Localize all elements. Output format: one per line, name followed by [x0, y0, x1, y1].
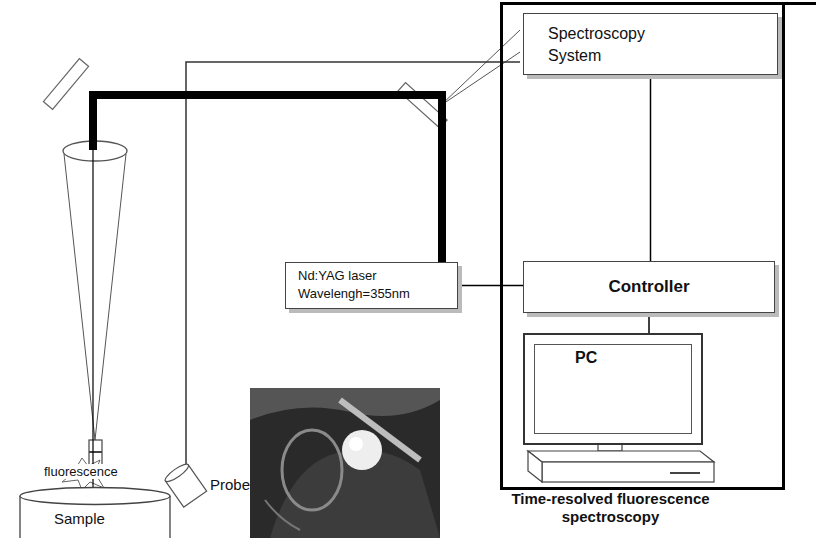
controller-box: Controller [523, 261, 775, 313]
signal-wire [458, 285, 523, 286]
mirror [43, 59, 88, 110]
effect-label: fluorescence [42, 464, 120, 479]
pc-monitor: PC [523, 333, 703, 445]
computer-base [528, 440, 714, 482]
node-title: PC [575, 349, 597, 367]
objective [89, 451, 102, 453]
node-title: Nd:YAG laser Wavelengh=355nm [298, 267, 433, 303]
frame-line [785, 2, 816, 5]
part-label: Probe [210, 476, 250, 493]
node-title: Controller [608, 277, 689, 297]
probe-fiber [186, 62, 520, 468]
node-title: Time-resolved fluorescence spectroscopy [503, 490, 718, 526]
optical-path [440, 52, 520, 106]
node-title: Sample [54, 510, 105, 527]
sample-dish: Sample [18, 486, 172, 538]
laser-box: Nd:YAG laser Wavelengh=355nm [285, 262, 458, 309]
laser-beam [93, 95, 442, 487]
focus-cone [64, 154, 95, 440]
optical-path [440, 30, 520, 106]
instrument-group: Time-resolved fluorescence spectroscopyS… [500, 2, 785, 490]
node-title: Spectroscopy System [548, 23, 678, 67]
spectrometer-box: Spectroscopy System [523, 13, 778, 75]
signal-wire [649, 313, 650, 333]
photo-inset [250, 388, 440, 538]
signal-wire [650, 75, 651, 261]
focus-cone [95, 154, 126, 440]
